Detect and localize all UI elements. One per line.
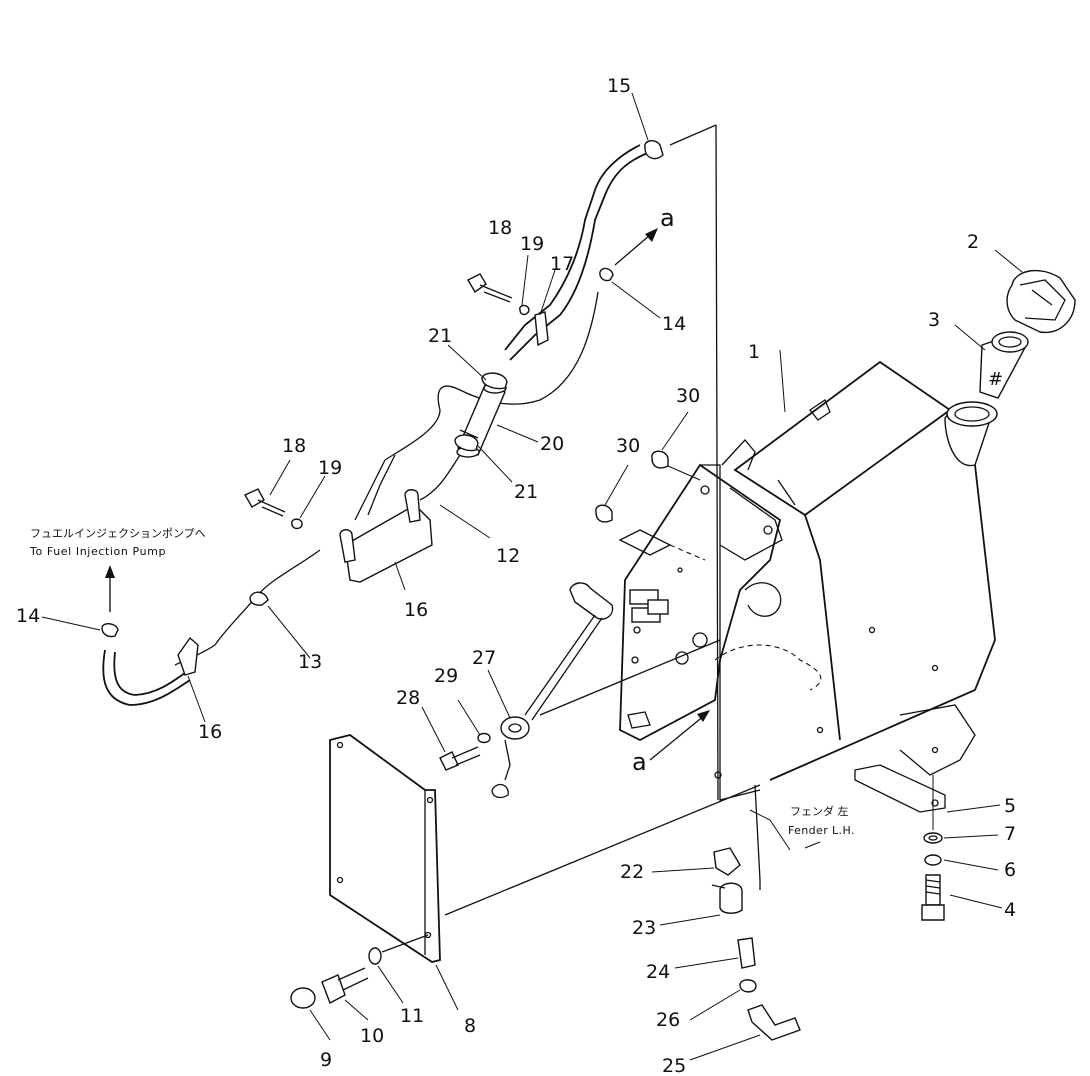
svg-text:#: # — [988, 369, 1003, 390]
label-2: 2 — [967, 231, 979, 253]
label-18-upper: 18 — [488, 217, 512, 239]
label-1: 1 — [748, 341, 760, 363]
notes: フュエルインジェクションポンプへ To Fuel Injection Pump … — [29, 527, 855, 837]
note-fuel-pump-jp: フュエルインジェクションポンプへ — [30, 527, 206, 540]
label-a-upper: a — [660, 204, 675, 232]
guard-plate — [329, 734, 761, 963]
part-labels: 1 2 3 4 5 6 7 8 9 10 11 12 13 14 14 15 1… — [16, 75, 1016, 1076]
grommets — [595, 450, 701, 523]
label-25: 25 — [662, 1055, 686, 1076]
label-13: 13 — [298, 651, 322, 673]
label-20: 20 — [540, 433, 564, 455]
label-12: 12 — [496, 545, 520, 567]
drain-valve — [711, 847, 801, 1041]
label-30-upper: 30 — [676, 385, 700, 407]
filler-cap-strainer: # — [979, 269, 1076, 399]
label-17: 17 — [550, 253, 574, 275]
label-9: 9 — [320, 1049, 332, 1071]
mount-hardware — [921, 775, 945, 921]
label-14-upper: 14 — [662, 313, 686, 335]
label-11: 11 — [400, 1005, 424, 1027]
fender-plate-lh — [669, 124, 761, 890]
fuel-hoses — [102, 144, 651, 706]
label-21-upper: 21 — [428, 325, 452, 347]
reference-arrows — [105, 228, 710, 761]
label-a-lower: a — [632, 748, 647, 776]
label-21-lower: 21 — [514, 481, 538, 503]
note-fuel-pump-en: To Fuel Injection Pump — [29, 545, 166, 558]
clamp-parts — [101, 140, 664, 676]
label-15: 15 — [607, 75, 631, 97]
label-28: 28 — [396, 687, 420, 709]
label-23: 23 — [632, 917, 656, 939]
label-24: 24 — [646, 961, 670, 983]
label-19-upper: 19 — [520, 233, 544, 255]
label-29: 29 — [434, 665, 458, 687]
label-14-lower: 14 — [16, 605, 40, 627]
label-7: 7 — [1004, 823, 1016, 845]
label-26: 26 — [656, 1009, 680, 1031]
label-18-lower: 18 — [282, 435, 306, 457]
note-fender-en: Fender L.H. — [788, 824, 855, 837]
label-16-upper: 16 — [404, 599, 428, 621]
guard-hardware — [290, 934, 429, 1009]
note-fender-jp: フェンダ 左 — [790, 804, 849, 818]
label-3: 3 — [928, 309, 940, 331]
leader-lines — [41, 92, 1023, 1061]
label-10: 10 — [360, 1025, 384, 1047]
label-6: 6 — [1004, 859, 1016, 881]
label-19-lower: 19 — [318, 457, 342, 479]
label-5: 5 — [1004, 795, 1016, 817]
label-27: 27 — [472, 647, 496, 669]
label-22: 22 — [620, 861, 644, 883]
label-4: 4 — [1004, 899, 1016, 921]
fuel-level-sender — [439, 582, 721, 799]
label-16-lower: 16 — [198, 721, 222, 743]
fuel-tank — [719, 360, 998, 813]
mount-bracket — [618, 463, 822, 801]
label-30-lower: 30 — [616, 435, 640, 457]
label-8: 8 — [464, 1015, 476, 1037]
